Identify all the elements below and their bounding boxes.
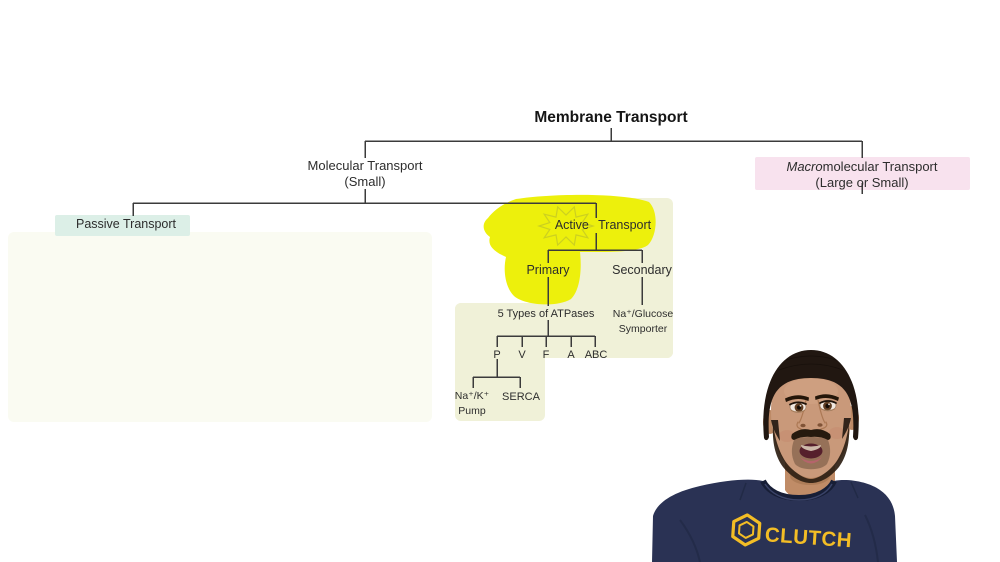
node-symporter: Na⁺/Glucose Symporter	[613, 307, 673, 336]
presenter-mouth	[791, 429, 831, 464]
presenter-hair	[763, 350, 859, 441]
presenter-eyebrows	[785, 394, 839, 402]
node-type-p: P	[493, 349, 501, 361]
node-atpases: 5 Types of ATPases	[497, 308, 595, 320]
node-membrane-transport-title: Membrane Transport	[534, 109, 688, 126]
node-passive-transport: Passive Transport	[75, 217, 177, 231]
presenter-nose	[796, 399, 828, 430]
node-type-f: F	[542, 349, 550, 361]
node-molecular-transport: Molecular Transport (Small)	[308, 158, 423, 189]
molecular-line1: Molecular Transport	[307, 158, 423, 173]
node-serca: SERCA	[502, 391, 540, 403]
clutch-inner-hexagon-icon	[737, 520, 755, 539]
faint-left-panel	[8, 232, 432, 422]
presenter-video-overlay: CLUTCH	[652, 350, 897, 562]
symporter-line1: Na⁺/Glucose	[612, 308, 674, 320]
macro-rest-word: molecular Transport	[822, 159, 938, 174]
macromolecular-line2: (Large or Small)	[815, 174, 909, 190]
nak-pump-line1: Na⁺/K⁺	[454, 390, 490, 402]
nak-pump-line2: Pump	[458, 404, 486, 417]
molecular-line2: (Small)	[344, 173, 386, 189]
node-primary: Primary	[526, 263, 570, 277]
node-nak-pump: Na⁺/K⁺ Pump	[455, 389, 489, 418]
macromolecular-line1: Macromolecular Transport	[786, 159, 937, 175]
node-type-v: V	[518, 349, 526, 361]
symporter-line2: Symporter	[618, 322, 668, 335]
macro-italic-word: Macro	[786, 159, 823, 174]
presenter-shirt: CLUTCH	[652, 479, 897, 562]
node-type-abc: ABC	[584, 349, 608, 361]
presenter-eyes	[789, 399, 837, 413]
node-active-transport: Active Transport	[554, 218, 652, 232]
clutch-hexagon-icon	[731, 513, 762, 547]
passive-highlight-box	[55, 215, 190, 236]
node-macromolecular-transport: Macromolecular Transport (Large or Small…	[786, 159, 937, 190]
node-type-a: A	[567, 349, 575, 361]
active-starburst-doodle	[537, 205, 595, 247]
node-secondary: Secondary	[612, 263, 672, 277]
